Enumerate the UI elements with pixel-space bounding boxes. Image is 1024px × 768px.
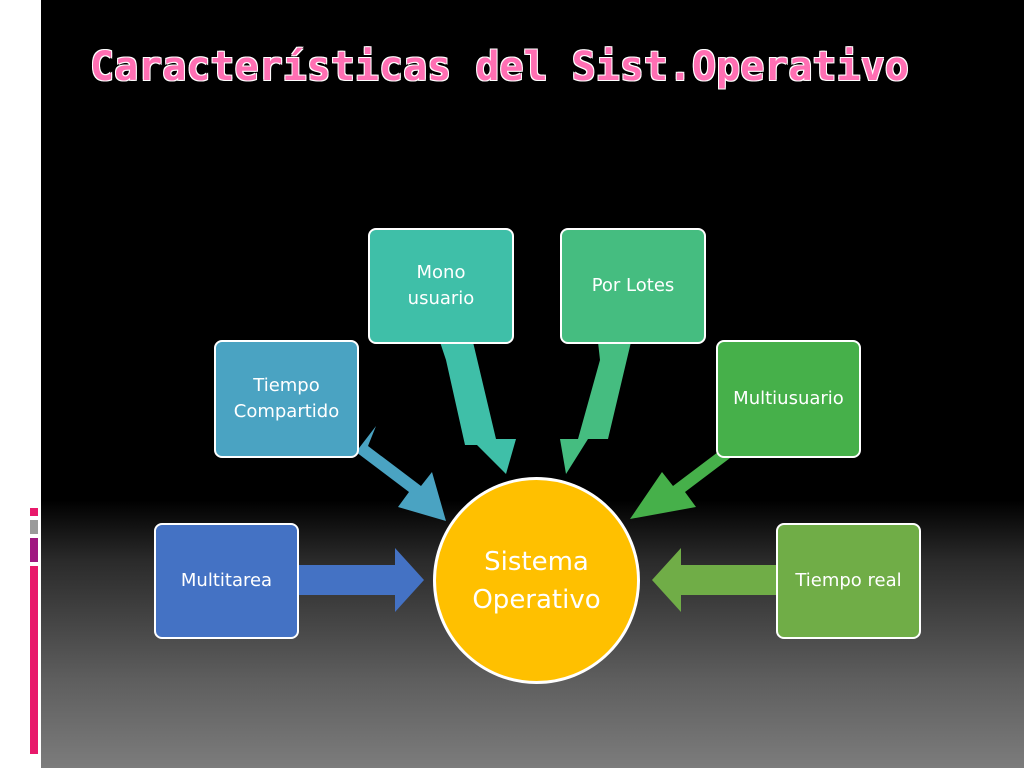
strip-accent-gray [30,520,38,534]
node-label: Tiempo real [795,570,902,591]
arrow-multiusuario [630,426,738,519]
node-label: Multiusuario [733,388,844,409]
node-multitarea: Multitarea [154,523,299,639]
node-multiusuario: Multiusuario [716,340,861,458]
arrow-tiempo-compartido [356,426,446,521]
arrow-tiempo-real [652,548,778,612]
left-decor-strip [0,0,41,768]
arrow-multitarea [298,548,424,612]
strip-accent-pink-top [30,508,38,516]
slide-title: Características del Sist.Operativo [90,44,909,90]
node-label: Mono usuario [407,262,475,309]
node-tiempo-real: Tiempo real [776,523,921,639]
node-label: Tiempo Compartido [233,375,340,422]
center-label: Sistema Operativo [472,546,601,615]
arrow-por-lotes [560,342,631,474]
node-tiempo-compartido: Tiempo Compartido [214,340,359,458]
arrow-mono-usuario [440,342,516,474]
strip-accent-purple [30,538,38,562]
node-por-lotes: Por Lotes [560,228,706,344]
center-node-sistema-operativo: Sistema Operativo [433,477,640,684]
node-mono-usuario: Mono usuario [368,228,514,344]
node-label: Por Lotes [591,275,675,296]
strip-accent-pink-long [30,566,38,754]
node-label: Multitarea [180,570,273,591]
